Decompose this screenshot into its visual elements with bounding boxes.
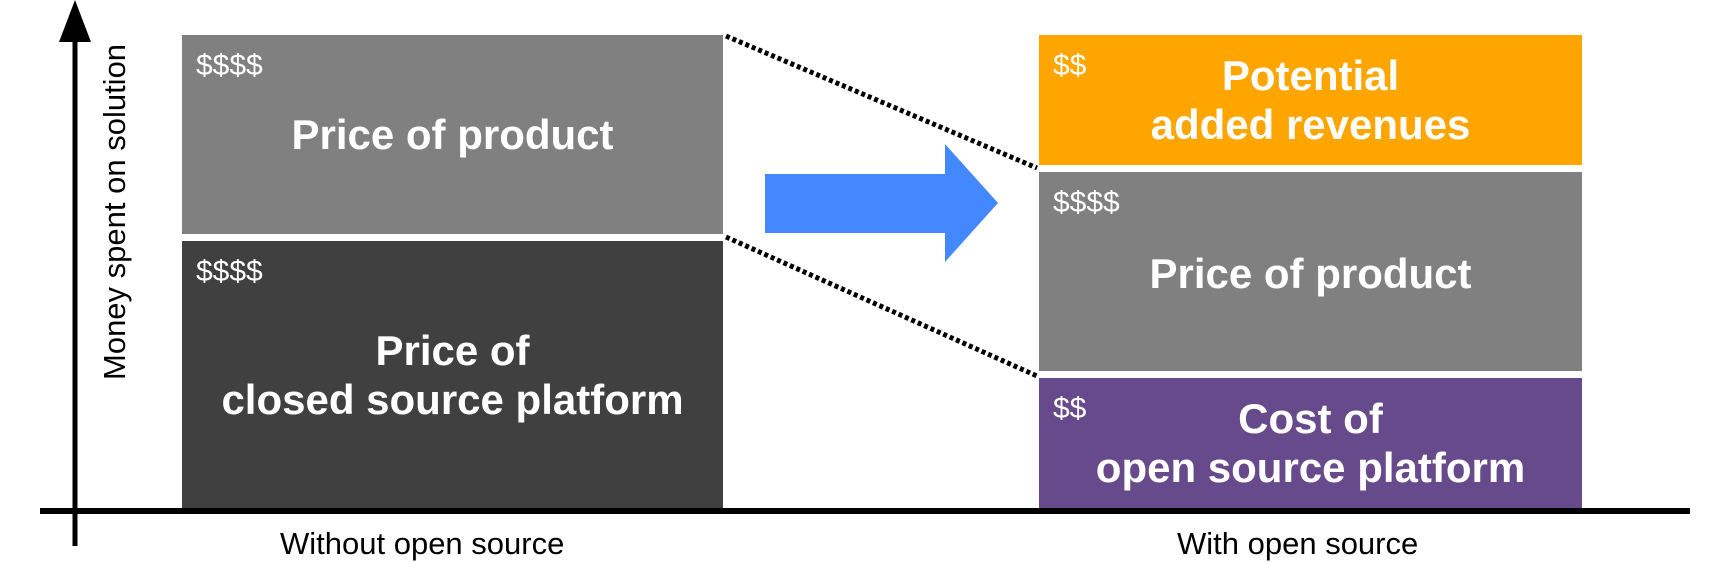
connector-bottom-dotted-line (724, 234, 1039, 379)
block-closed-source-platform: $$$$ Price of closed source platform (182, 241, 723, 508)
right-arrow-icon (765, 144, 998, 262)
block-potential-added-revenues: $$ Potential added revenues (1039, 35, 1582, 165)
block-label-line: added revenues (1150, 101, 1471, 148)
block-price-of-product-left: $$$$ Price of product (182, 35, 723, 234)
block-open-source-platform: $$ Cost of open source platform (1039, 378, 1582, 508)
block-label-line: closed source platform (221, 376, 684, 423)
block-label: Price of closed source platform (182, 326, 723, 424)
block-label: Price of product (182, 110, 723, 159)
block-price-of-product-right: $$$$ Price of product (1039, 172, 1582, 371)
block-label: Price of product (1039, 249, 1582, 298)
y-axis-label: Money spent on solution (97, 43, 132, 380)
block-label-line: Price of product (1149, 250, 1472, 297)
block-label-line: open source platform (1095, 444, 1526, 491)
y-axis-arrowhead-icon (59, 0, 91, 42)
block-label-line: Potential (1221, 52, 1400, 99)
price-indicator: $$ (1053, 392, 1087, 425)
column-caption-without: Without open source (280, 526, 565, 561)
column-caption-with: With open source (1177, 526, 1419, 561)
block-label: Potential added revenues (1039, 51, 1582, 149)
block-label-line: Price of product (291, 111, 614, 158)
price-indicator: $$$$ (196, 255, 263, 288)
block-label-line: Cost of (1238, 395, 1383, 442)
price-indicator: $$ (1053, 49, 1087, 82)
block-label: Cost of open source platform (1039, 394, 1582, 492)
connector-top-dotted-line (725, 33, 1038, 171)
block-label-line: Price of (375, 327, 530, 374)
price-indicator: $$$$ (196, 49, 263, 82)
price-indicator: $$$$ (1053, 186, 1120, 219)
